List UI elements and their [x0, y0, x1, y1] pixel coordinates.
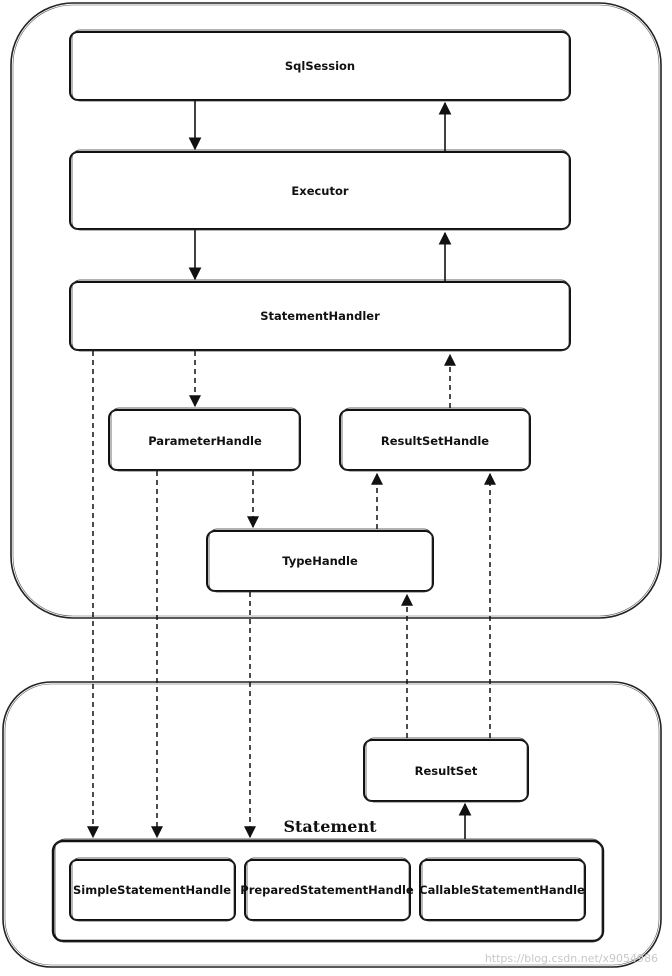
sqlsession-label: SqlSession [285, 59, 355, 73]
statement-group-title: Statement [283, 817, 377, 836]
framework-container-sketch [12, 4, 660, 617]
prepared-statement-handle-label: PreparedStatementHandle [240, 883, 414, 897]
callable-statement-handle-box: CallableStatementHandle [419, 857, 586, 922]
resultset-box: ResultSet [363, 737, 529, 803]
jdbc-container-sketch [4, 683, 660, 966]
resultset-handle-box: ResultSetHandle [339, 407, 531, 472]
framework-container [10, 2, 662, 619]
statement-handler-box: StatementHandler [69, 279, 571, 352]
sqlsession-box: SqlSession [69, 29, 571, 102]
statement-handler-label: StatementHandler [260, 309, 380, 323]
watermark: https://blog.csdn.net/x9054986 [485, 952, 658, 965]
type-handle-label: TypeHandle [282, 554, 358, 568]
resultset-label: ResultSet [415, 764, 478, 778]
callable-statement-handle-label: CallableStatementHandle [419, 883, 585, 897]
jdbc-container [2, 681, 662, 968]
simple-statement-handle-label: SimpleStatementHandle [73, 883, 231, 897]
executor-box: Executor [69, 149, 571, 231]
parameter-handle-label: ParameterHandle [148, 434, 262, 448]
type-handle-box: TypeHandle [206, 528, 434, 593]
resultset-handle-label: ResultSetHandle [381, 434, 489, 448]
executor-label: Executor [291, 184, 348, 198]
simple-statement-handle-box: SimpleStatementHandle [69, 857, 236, 922]
prepared-statement-handle-box: PreparedStatementHandle [240, 857, 414, 922]
parameter-handle-box: ParameterHandle [108, 407, 301, 472]
